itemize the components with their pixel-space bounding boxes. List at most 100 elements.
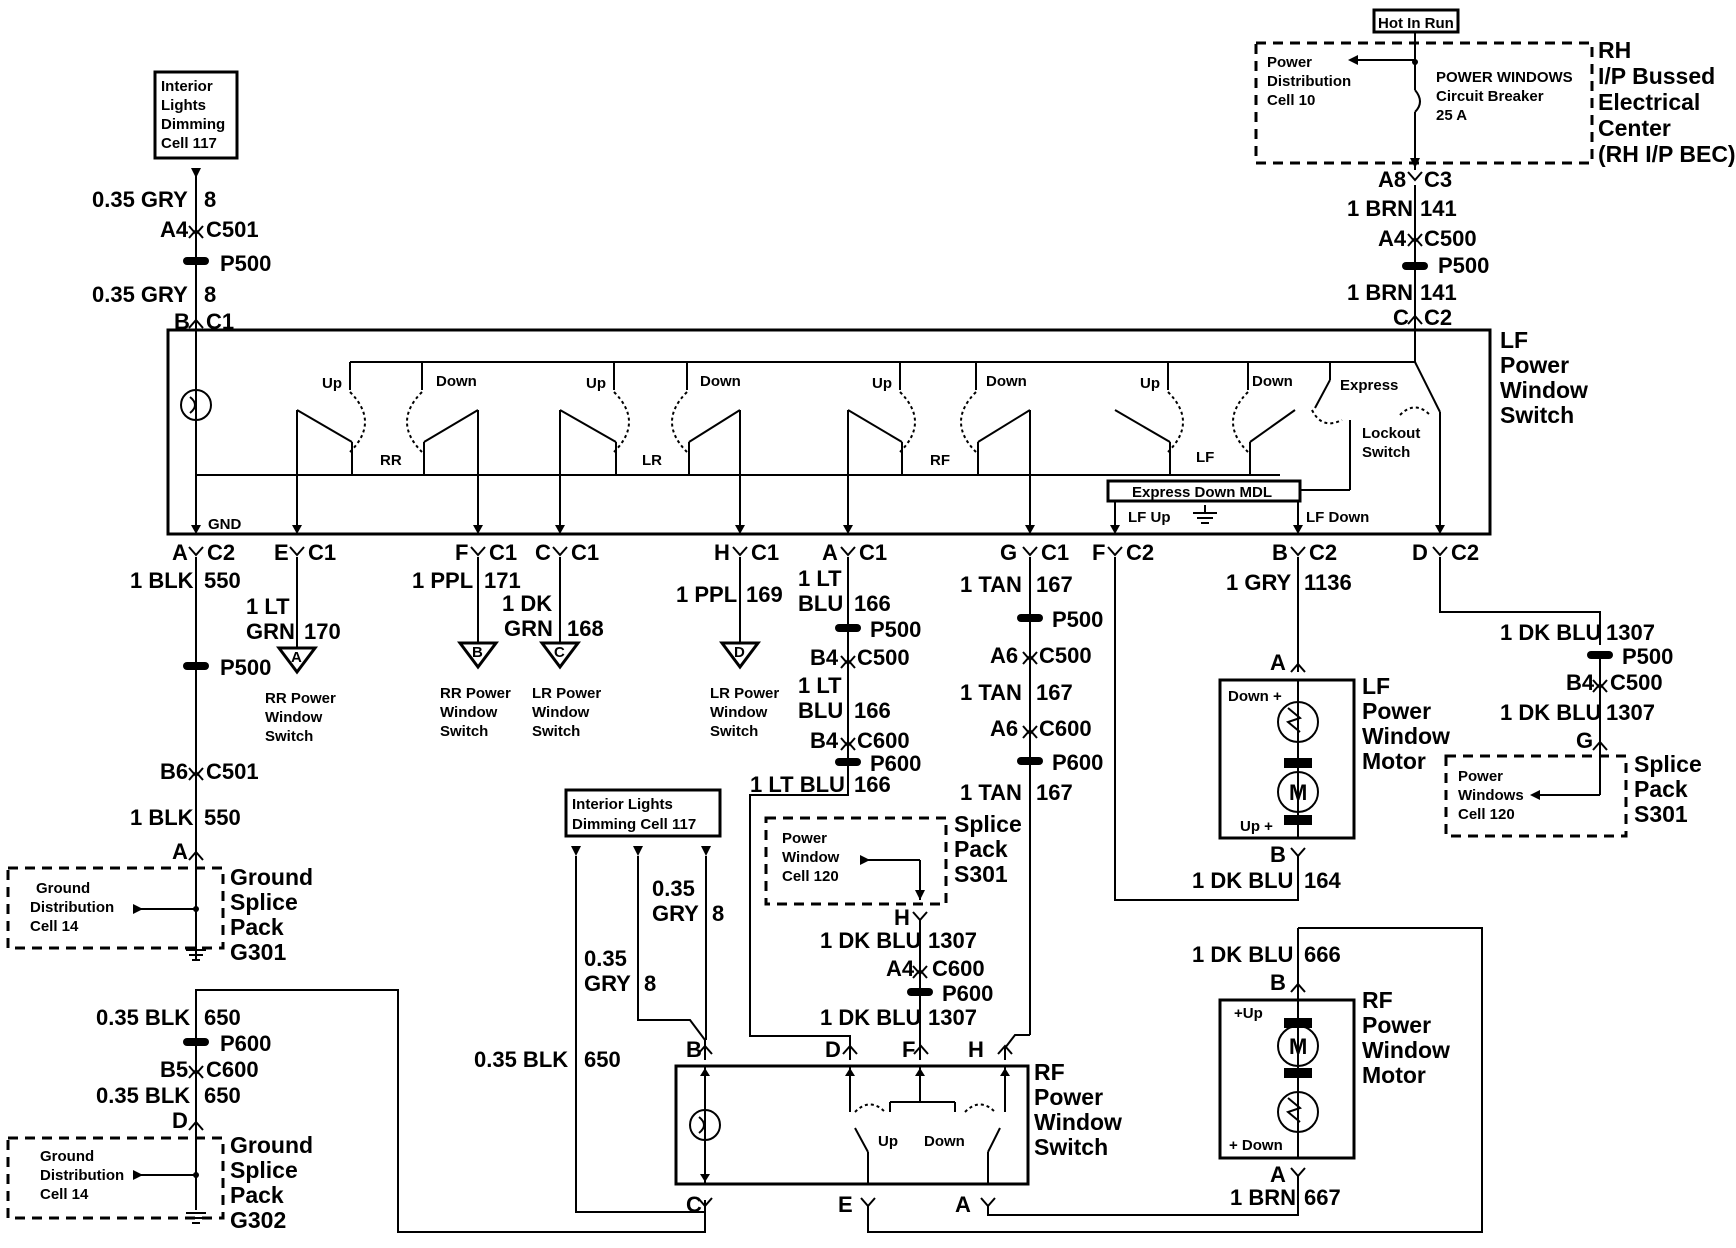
- svg-text:1307: 1307: [928, 1005, 977, 1030]
- svg-text:Motor: Motor: [1362, 748, 1426, 774]
- svg-text:B: B: [174, 309, 190, 334]
- svg-text:C2: C2: [1126, 540, 1154, 565]
- svg-text:1 BRN: 1 BRN: [1347, 280, 1413, 305]
- svg-text:H: H: [894, 905, 910, 930]
- svg-text:Circuit Breaker: Circuit Breaker: [1436, 88, 1544, 105]
- svg-text:1307: 1307: [1606, 620, 1655, 645]
- svg-text:141: 141: [1420, 196, 1457, 221]
- svg-text:P500: P500: [220, 251, 271, 276]
- svg-text:1 DK BLU: 1 DK BLU: [820, 1005, 921, 1030]
- svg-text:C2: C2: [207, 540, 235, 565]
- svg-text:Cell 10: Cell 10: [1267, 92, 1315, 109]
- svg-text:1 BRN: 1 BRN: [1230, 1185, 1296, 1210]
- svg-text:Up: Up: [878, 1133, 898, 1150]
- svg-text:LF: LF: [1362, 673, 1390, 699]
- svg-text:C500: C500: [1424, 226, 1477, 251]
- svg-text:Dimming Cell 117: Dimming Cell 117: [572, 816, 696, 833]
- svg-text:Switch: Switch: [710, 723, 758, 740]
- svg-text:Down +: Down +: [1228, 688, 1282, 705]
- svg-text:S301: S301: [954, 861, 1008, 887]
- svg-text:P500: P500: [220, 655, 271, 680]
- svg-text:Interior Lights: Interior Lights: [572, 796, 673, 813]
- ground-splice-pack-g302: Ground Distribution Cell 14 Ground Splic…: [6, 1132, 313, 1233]
- svg-text:1 LT: 1 LT: [798, 673, 842, 698]
- svg-text:Pack: Pack: [1634, 776, 1688, 802]
- svg-text:B4: B4: [810, 728, 839, 753]
- svg-text:Down: Down: [924, 1133, 965, 1150]
- svg-text:Splice: Splice: [954, 811, 1022, 837]
- svg-text:A: A: [291, 649, 302, 666]
- svg-text:1 BLK: 1 BLK: [130, 805, 194, 830]
- svg-text:Windows: Windows: [1458, 787, 1524, 804]
- svg-text:166: 166: [854, 698, 891, 723]
- svg-text:C1: C1: [308, 540, 336, 565]
- svg-text:666: 666: [1304, 942, 1341, 967]
- svg-text:F: F: [1092, 540, 1105, 565]
- svg-text:Distribution: Distribution: [40, 1167, 124, 1184]
- svg-text:C: C: [1393, 305, 1409, 330]
- svg-text:C2: C2: [1309, 540, 1337, 565]
- svg-text:RH: RH: [1598, 37, 1631, 63]
- svg-text:25 A: 25 A: [1436, 107, 1467, 124]
- svg-text:M: M: [1289, 780, 1307, 805]
- svg-text:Window: Window: [1034, 1109, 1122, 1135]
- svg-text:0.35 BLK: 0.35 BLK: [96, 1005, 190, 1030]
- svg-text:Window: Window: [1362, 723, 1450, 749]
- svg-text:1 DK BLU: 1 DK BLU: [1192, 942, 1293, 967]
- svg-text:170: 170: [304, 619, 341, 644]
- svg-text:B: B: [472, 644, 483, 661]
- svg-text:RR Power: RR Power: [440, 685, 511, 702]
- svg-text:P600: P600: [870, 751, 921, 776]
- svg-text:+Up: +Up: [1234, 1005, 1263, 1022]
- svg-text:C501: C501: [206, 217, 259, 242]
- svg-text:Express Down MDL: Express Down MDL: [1132, 484, 1272, 501]
- lr-power-window-switch-ref-c: 1 DK GRN 168 C LR Power Window Switch: [502, 557, 604, 740]
- svg-text:Switch: Switch: [1362, 444, 1410, 461]
- svg-text:Ground: Ground: [40, 1148, 94, 1165]
- svg-text:1 LT BLU: 1 LT BLU: [750, 772, 845, 797]
- svg-text:166: 166: [854, 772, 891, 797]
- svg-text:LR Power: LR Power: [710, 685, 779, 702]
- svg-text:8: 8: [644, 971, 656, 996]
- svg-text:0.35: 0.35: [584, 946, 627, 971]
- svg-text:H: H: [714, 540, 730, 565]
- svg-text:C1: C1: [489, 540, 517, 565]
- splice-pack-s301-mid: Power Window Cell 120 Splice Pack S301: [764, 811, 1022, 906]
- svg-text:Down: Down: [986, 373, 1027, 390]
- svg-text:B: B: [686, 1037, 702, 1062]
- svg-text:D: D: [825, 1037, 841, 1062]
- svg-text:A4: A4: [160, 217, 189, 242]
- svg-text:Up: Up: [322, 375, 342, 392]
- svg-text:C600: C600: [206, 1057, 259, 1082]
- svg-text:B6: B6: [160, 759, 188, 784]
- svg-text:P600: P600: [220, 1031, 271, 1056]
- wire-1307-mid: H 1 DK BLU 1307 A4 C600 P600 1 DK BLU 13…: [820, 905, 993, 1060]
- svg-text:A4: A4: [886, 956, 915, 981]
- svg-text:A: A: [822, 540, 838, 565]
- svg-text:1 TAN: 1 TAN: [960, 780, 1022, 805]
- svg-text:F: F: [902, 1037, 915, 1062]
- svg-text:1 DK BLU: 1 DK BLU: [1500, 700, 1601, 725]
- svg-text:Express: Express: [1340, 377, 1398, 394]
- svg-text:1 TAN: 1 TAN: [960, 680, 1022, 705]
- svg-text:167: 167: [1036, 572, 1073, 597]
- svg-text:167: 167: [1036, 780, 1073, 805]
- interior-lights-dimming-cell-117: Interior Lights Dimming Cell 117: [153, 70, 239, 160]
- svg-text:650: 650: [204, 1005, 241, 1030]
- svg-text:1 PPL: 1 PPL: [412, 568, 473, 593]
- svg-text:LR Power: LR Power: [532, 685, 601, 702]
- wire-166: 1 LT BLU 166 P500 B4 C500 1 LT BLU 166 B…: [749, 557, 921, 1060]
- svg-text:Up +: Up +: [1240, 818, 1273, 835]
- svg-text:C600: C600: [1039, 716, 1092, 741]
- svg-text:A: A: [172, 540, 188, 565]
- svg-text:1 BRN: 1 BRN: [1347, 196, 1413, 221]
- svg-text:Lights: Lights: [161, 97, 206, 114]
- svg-text:8: 8: [204, 282, 216, 307]
- svg-text:Cell 14: Cell 14: [30, 918, 79, 935]
- svg-text:LR: LR: [642, 452, 662, 469]
- svg-text:1 LT: 1 LT: [798, 566, 842, 591]
- svg-text:Window: Window: [532, 704, 590, 721]
- svg-text:Down: Down: [436, 373, 477, 390]
- svg-text:GRN: GRN: [246, 619, 295, 644]
- svg-text:C: C: [554, 644, 565, 661]
